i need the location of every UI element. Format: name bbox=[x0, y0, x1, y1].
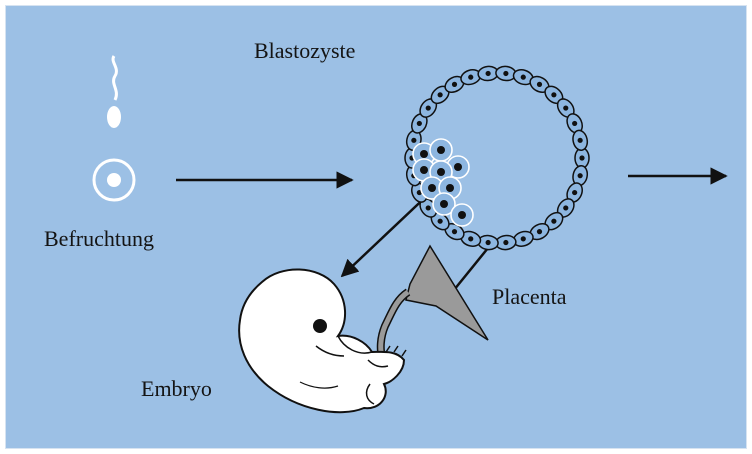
cell-nucleus bbox=[426, 205, 431, 210]
blastocyst-icon bbox=[405, 65, 589, 250]
cell-nucleus bbox=[537, 229, 542, 234]
cell-nucleus bbox=[572, 121, 577, 126]
placenta-label: Placenta bbox=[492, 286, 567, 308]
arrow-to-embryo bbox=[342, 190, 433, 276]
cell-nucleus bbox=[486, 71, 491, 76]
cell-nucleus bbox=[420, 150, 428, 158]
fertilization-label: Befruchtung bbox=[44, 228, 154, 250]
sperm-icon bbox=[107, 56, 121, 128]
cell-nucleus bbox=[537, 82, 542, 87]
cell-nucleus bbox=[551, 92, 556, 97]
cell-nucleus bbox=[454, 163, 462, 171]
cell-nucleus bbox=[438, 92, 443, 97]
cell-nucleus bbox=[563, 205, 568, 210]
embryo-label: Embryo bbox=[141, 378, 212, 400]
cell-nucleus bbox=[468, 236, 473, 241]
cell-nucleus bbox=[446, 184, 454, 192]
cell-nucleus bbox=[420, 166, 428, 174]
blastocyst-label: Blastozyste bbox=[254, 40, 355, 62]
cell-nucleus bbox=[452, 82, 457, 87]
placenta-icon bbox=[381, 246, 488, 356]
cell-nucleus bbox=[551, 219, 556, 224]
cell-nucleus bbox=[579, 155, 584, 160]
cell-nucleus bbox=[521, 236, 526, 241]
cell-nucleus bbox=[503, 240, 508, 245]
cell-nucleus bbox=[428, 184, 436, 192]
cell-nucleus bbox=[563, 105, 568, 110]
cell-nucleus bbox=[458, 211, 466, 219]
cell-nucleus bbox=[437, 168, 445, 176]
egg-cell-icon bbox=[94, 160, 134, 200]
cell-nucleus bbox=[437, 146, 445, 154]
cell-nucleus bbox=[521, 75, 526, 80]
cell-nucleus bbox=[468, 75, 473, 80]
cell-nucleus bbox=[578, 138, 583, 143]
cell-nucleus bbox=[578, 173, 583, 178]
cell-nucleus bbox=[440, 200, 448, 208]
cell-nucleus bbox=[417, 121, 422, 126]
cell-nucleus bbox=[411, 138, 416, 143]
cell-nucleus bbox=[426, 105, 431, 110]
cell-nucleus bbox=[438, 219, 443, 224]
cell-nucleus bbox=[572, 190, 577, 195]
cell-nucleus bbox=[503, 71, 508, 76]
cell-nucleus bbox=[452, 229, 457, 234]
cell-nucleus bbox=[486, 240, 491, 245]
